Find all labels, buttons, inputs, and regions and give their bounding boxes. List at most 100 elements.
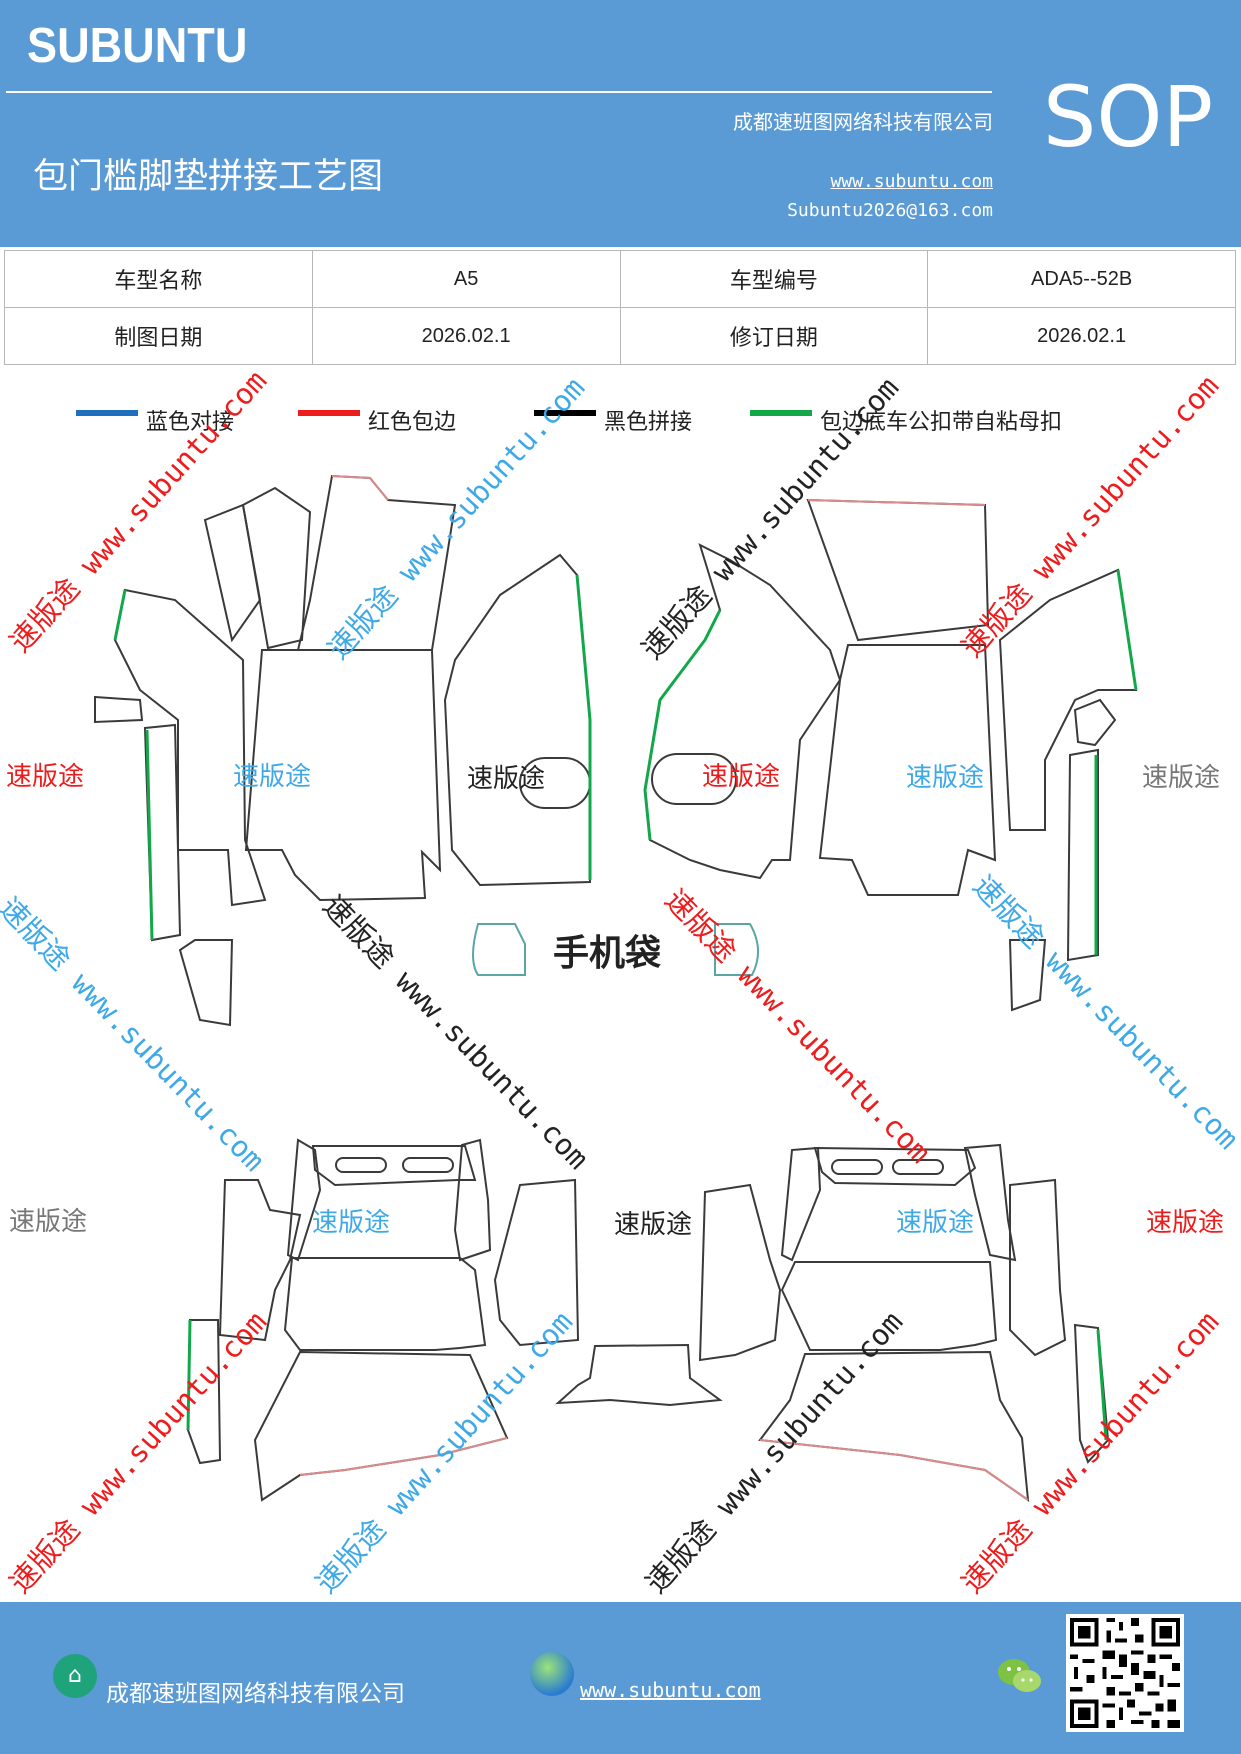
pattern-piece bbox=[813, 1146, 977, 1187]
pattern-piece bbox=[1073, 1323, 1110, 1464]
pattern-piece bbox=[698, 1183, 782, 1362]
red-edge bbox=[807, 499, 986, 506]
document-title: 包门槛脚垫拼接工艺图 bbox=[33, 157, 384, 197]
legend-swatch bbox=[76, 410, 138, 416]
pattern-piece bbox=[780, 1146, 822, 1262]
email-address[interactable]: Subuntu2026@163.com bbox=[787, 200, 993, 221]
legend-item: 包边底车公扣带自粘母扣 bbox=[750, 404, 1062, 436]
watermark-brand: 速版途 bbox=[467, 764, 546, 794]
pattern-piece bbox=[831, 1159, 883, 1175]
pattern-piece bbox=[244, 649, 442, 902]
info-table: 车型名称 A5 车型编号 ADA5--52B 制图日期 2026.02.1 修订… bbox=[4, 250, 1236, 365]
watermark-brand: 速版途 bbox=[233, 762, 312, 792]
pattern-piece bbox=[203, 503, 262, 643]
table-cell: 制图日期 bbox=[4, 307, 313, 365]
qr-code[interactable] bbox=[1066, 1614, 1184, 1732]
watermark-brand: 速版途 bbox=[9, 1207, 88, 1237]
green-edge bbox=[145, 729, 154, 941]
wechat-icon[interactable] bbox=[996, 1654, 1044, 1698]
watermark-brand: 速版途 bbox=[896, 1208, 975, 1238]
pattern-piece bbox=[283, 1257, 487, 1351]
legend: 蓝色对接 红色包边 黑色拼接 包边底车公扣带自粘母扣 bbox=[0, 404, 1241, 440]
watermark-brand: 速版途 bbox=[614, 1210, 693, 1240]
table-cell: 车型编号 bbox=[619, 250, 929, 308]
pattern-piece bbox=[1066, 748, 1099, 962]
website-link[interactable]: www.subuntu.com bbox=[830, 171, 993, 192]
green-edge bbox=[575, 574, 592, 880]
watermark-brand: 速版途 bbox=[906, 763, 985, 793]
green-edge bbox=[1116, 569, 1138, 691]
phone-bag-outline bbox=[714, 923, 759, 976]
red-edge bbox=[759, 1439, 1029, 1501]
pattern-piece bbox=[818, 644, 997, 896]
company-name: 成都速班图网络科技有限公司 bbox=[733, 110, 993, 134]
watermark-brand: 速版途 bbox=[6, 762, 85, 792]
pattern-piece bbox=[1073, 698, 1117, 747]
phone-bag-outline bbox=[472, 923, 526, 976]
green-edge bbox=[186, 1319, 192, 1431]
pattern-piece bbox=[555, 1343, 723, 1407]
pattern-piece bbox=[493, 1178, 580, 1347]
watermark-brand: 速版途 bbox=[1146, 1208, 1225, 1238]
legend-label: 红色包边 bbox=[368, 410, 457, 435]
watermark-brand: 速版途 bbox=[702, 762, 781, 792]
pattern-piece bbox=[780, 1261, 998, 1351]
green-edge bbox=[1096, 1329, 1108, 1441]
brand-logo: SUBUNTU bbox=[27, 19, 248, 73]
pattern-piece bbox=[1009, 1178, 1067, 1357]
legend-swatch bbox=[534, 410, 596, 416]
legend-swatch bbox=[750, 410, 812, 416]
legend-label: 蓝色对接 bbox=[146, 410, 235, 435]
table-cell: 车型名称 bbox=[4, 250, 313, 308]
table-cell: 2026.02.1 bbox=[927, 307, 1236, 365]
footer-website-link[interactable]: www.subuntu.com bbox=[580, 1678, 761, 1702]
pattern-piece bbox=[806, 498, 990, 642]
phone-bag-label: 手机袋 bbox=[553, 933, 662, 974]
company-icon: ⌂ bbox=[53, 1654, 97, 1698]
red-edges bbox=[299, 475, 1029, 1501]
table-cell: A5 bbox=[311, 250, 621, 308]
footer-banner: ⌂ 成都速班图网络科技有限公司 www.subuntu.com bbox=[0, 1602, 1241, 1754]
header-divider bbox=[6, 91, 992, 93]
pattern-piece bbox=[94, 695, 144, 724]
sop-badge: SOP bbox=[1043, 68, 1214, 166]
pattern-piece bbox=[311, 1145, 477, 1187]
red-edge bbox=[299, 1437, 508, 1476]
pattern-piece bbox=[402, 1157, 454, 1173]
table-cell: 2026.02.1 bbox=[311, 307, 621, 365]
legend-item: 黑色拼接 bbox=[534, 404, 692, 436]
pattern-piece bbox=[178, 939, 234, 1027]
pattern-piece bbox=[963, 1143, 1017, 1262]
table-cell: ADA5--52B bbox=[927, 250, 1236, 308]
watermark-brand: 速版途 bbox=[312, 1208, 391, 1238]
header-banner: SUBUNTU 成都速班图网络科技有限公司 包门槛脚垫拼接工艺图 www.sub… bbox=[0, 0, 1241, 247]
globe-icon bbox=[530, 1652, 574, 1696]
floor-mat-pattern-diagram bbox=[94, 474, 1138, 1503]
legend-label: 黑色拼接 bbox=[604, 410, 693, 435]
pattern-piece bbox=[241, 486, 312, 650]
green-edge bbox=[643, 609, 722, 841]
pattern-piece bbox=[218, 1179, 302, 1342]
watermark-brand: 速版途 bbox=[1142, 763, 1221, 793]
table-row: 车型名称 A5 车型编号 ADA5--52B bbox=[4, 250, 1236, 308]
pattern-piece bbox=[286, 1138, 322, 1262]
pattern-piece bbox=[443, 553, 591, 887]
pattern-piece bbox=[998, 568, 1138, 831]
legend-item: 红色包边 bbox=[298, 404, 456, 436]
green-edge bbox=[113, 589, 127, 641]
pattern-piece bbox=[335, 1157, 387, 1173]
phone-bag-shapes bbox=[472, 923, 759, 976]
pattern-piece bbox=[1008, 939, 1047, 1012]
pattern-piece bbox=[892, 1159, 944, 1175]
footer-company-name: 成都速班图网络科技有限公司 bbox=[106, 1681, 405, 1707]
legend-swatch bbox=[298, 410, 360, 416]
legend-item: 蓝色对接 bbox=[76, 404, 234, 436]
table-cell: 修订日期 bbox=[619, 307, 929, 365]
red-edge bbox=[331, 475, 389, 501]
phone-bag-outline bbox=[651, 753, 737, 805]
pattern-piece bbox=[113, 588, 267, 907]
legend-label: 包边底车公扣带自粘母扣 bbox=[820, 410, 1063, 435]
table-row: 制图日期 2026.02.1 修订日期 2026.02.1 bbox=[4, 307, 1236, 365]
pattern-piece bbox=[453, 1138, 492, 1262]
green-edges bbox=[113, 569, 1138, 1441]
